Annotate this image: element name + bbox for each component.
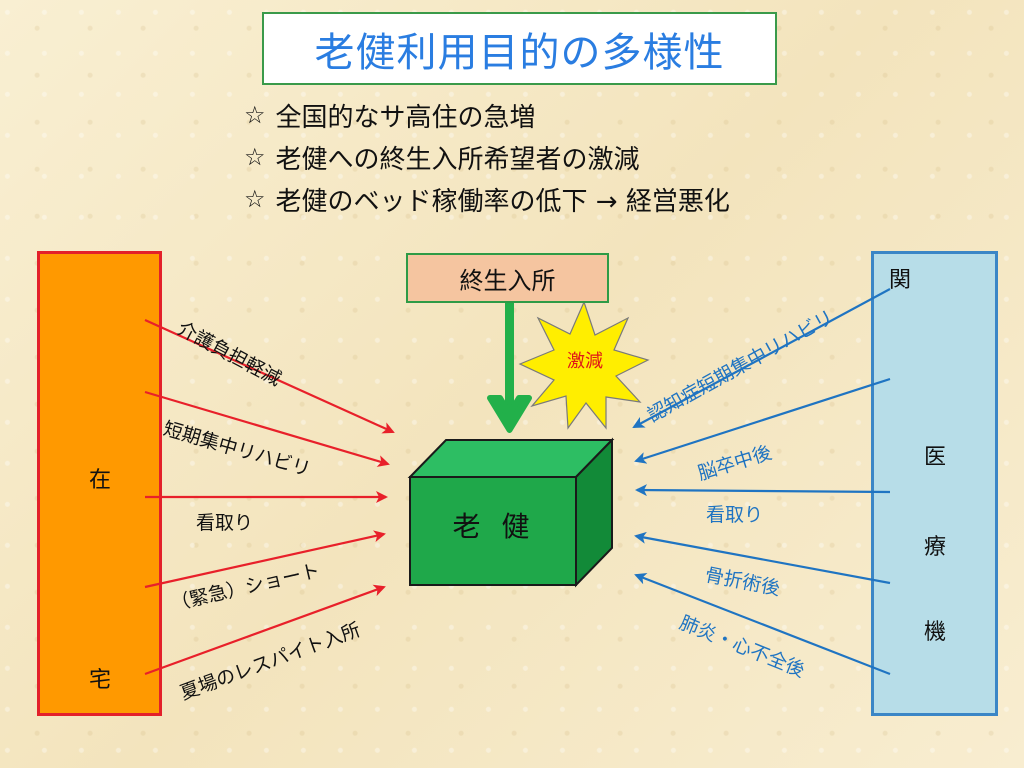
medical-char-1: 医 [924,445,947,470]
home-char-1: 在 [89,468,112,493]
bullet-item: ☆ 老健のベッド稼働率の低下 → 経営悪化 [244,178,730,220]
rojin-box [407,437,615,588]
down-arrow-icon [487,303,532,433]
bullet-list: ☆ 全国的なサ高住の急増 ☆ 老健への終生入所希望者の激減 ☆ 老健のベッド稼働… [244,94,730,220]
left-arrow-5 [144,584,386,676]
home-care-box: 在 宅 [37,251,162,716]
left-label-3: 看取り [196,512,254,534]
left-arrow-2 [144,390,390,467]
medical-char-2: 療 [924,535,947,560]
right-arrow-2 [634,377,891,464]
right-arrow-5 [634,573,891,676]
left-arrow-1 [144,318,395,434]
home-char-2: 宅 [89,668,112,693]
bullet-text: 老健のベッド稼働率の低下 → 経営悪化 [275,186,730,217]
bullet-text: 老健への終生入所希望者の激減 [275,144,640,175]
bullet-text: 全国的なサ高住の急増 [275,102,536,133]
bullet-item: ☆ 老健への終生入所希望者の激減 [244,136,730,178]
rojin-label: 老 健 [452,510,536,543]
star-outline-icon: ☆ [244,185,266,213]
right-label-3: 看取り [706,504,764,526]
page-title: 老健利用目的の多様性 [314,29,725,76]
title-box: 老健利用目的の多様性 [262,12,777,85]
medical-char-3: 機 [924,620,947,645]
lifetime-admission-box: 終生入所 [406,253,609,303]
medical-char-4: 関 [889,268,912,293]
right-arrow-1 [632,288,891,428]
left-arrow-4 [144,530,386,589]
medical-institution-box: 医 療 機 [871,251,998,716]
bullet-item: ☆ 全国的なサ高住の急増 [244,94,730,136]
right-arrow-4 [634,531,891,585]
sharp-decrease-label: 激減 [567,351,603,372]
star-outline-icon: ☆ [244,101,266,129]
burst-icon [518,300,650,430]
right-arrow-3 [635,484,891,497]
star-outline-icon: ☆ [244,143,266,171]
